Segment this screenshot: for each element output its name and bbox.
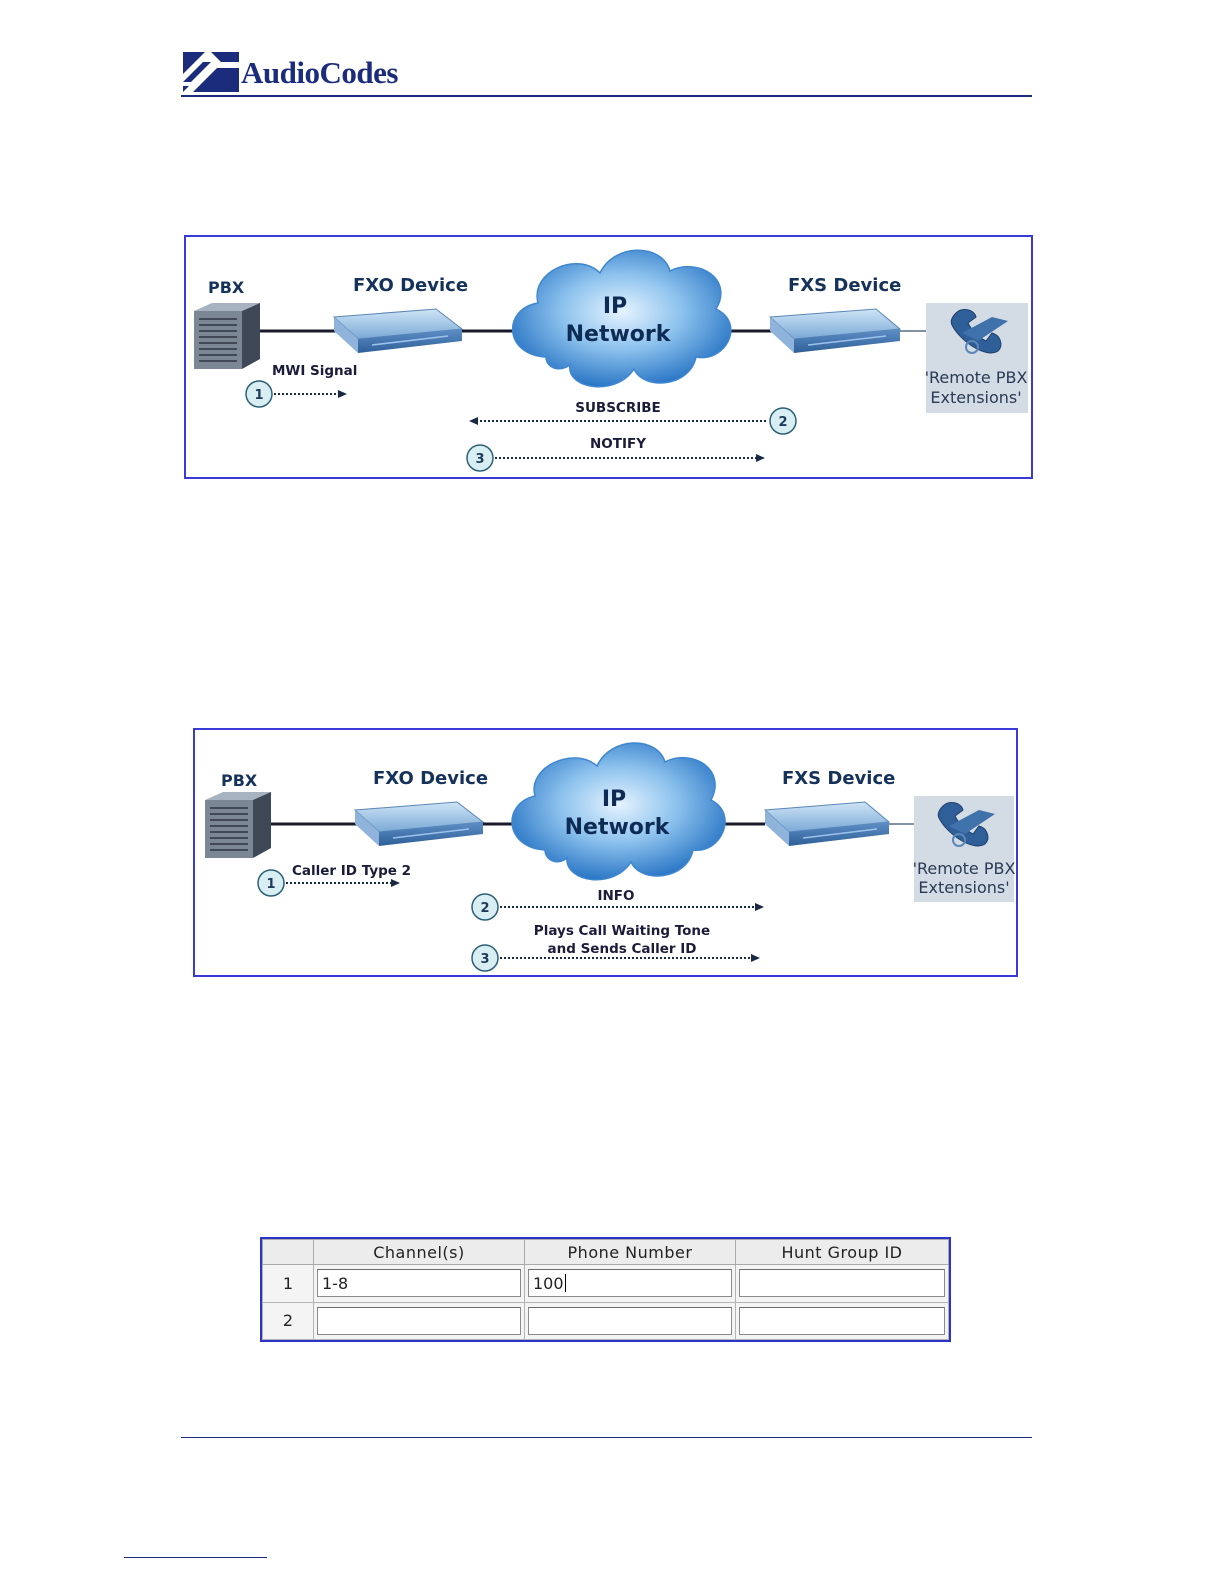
fxs-label: FXS Device xyxy=(788,275,901,296)
hunt-group-input[interactable] xyxy=(739,1306,945,1335)
phone-number-input[interactable] xyxy=(528,1306,732,1335)
fxs-label: FXS Device xyxy=(782,768,895,789)
pbx-label: PBX xyxy=(208,278,245,297)
step3-badge: 3 xyxy=(466,444,494,472)
hunt-group-table: Channel(s) Phone Number Hunt Group ID 1 … xyxy=(260,1237,951,1342)
svg-text:1: 1 xyxy=(266,877,275,892)
table-header-row: Channel(s) Phone Number Hunt Group ID xyxy=(262,1239,949,1265)
remote-label-line1: 'Remote PBX xyxy=(925,368,1028,387)
mwi-figure: PBX FXO Device IP Network FXS Device xyxy=(184,235,1033,479)
row-index: 2 xyxy=(262,1301,314,1340)
ip-label: IP xyxy=(602,787,626,812)
svg-text:3: 3 xyxy=(480,952,489,967)
brand-name: AudioCodes xyxy=(241,55,398,90)
network-label: Network xyxy=(565,815,671,840)
page-header: AudioCodes xyxy=(183,50,1033,100)
ip-label: IP xyxy=(603,294,627,319)
remote-phone-icon xyxy=(914,796,1014,902)
hunt-group-input[interactable] xyxy=(739,1269,945,1298)
fxo-device-icon xyxy=(353,801,485,846)
phone-number-cell: 100 xyxy=(524,1264,736,1303)
step2-label: INFO xyxy=(597,888,634,904)
header-hunt-group-id: Hunt Group ID xyxy=(735,1239,949,1265)
table-row: 1 1-8 100 xyxy=(262,1264,949,1303)
channels-input[interactable]: 1-8 xyxy=(317,1269,521,1298)
hunt-group-cell xyxy=(735,1301,949,1340)
step1-badge: 1 xyxy=(257,869,285,897)
text-caret xyxy=(564,1274,566,1293)
header-rule xyxy=(181,95,1032,97)
network-label: Network xyxy=(566,322,672,347)
remote-label-line2: Extensions' xyxy=(918,878,1009,897)
remote-label-line1: 'Remote PBX xyxy=(913,859,1016,878)
channels-cell: 1-8 xyxy=(313,1264,525,1303)
step1-label: MWI Signal xyxy=(272,363,357,379)
step2-badge: 2 xyxy=(471,893,499,921)
pbx-icon xyxy=(205,792,271,858)
channels-input[interactable] xyxy=(317,1306,521,1335)
step3-label-line1: Plays Call Waiting Tone xyxy=(534,923,710,939)
hunt-group-cell xyxy=(735,1264,949,1303)
caller-id-figure: PBX FXO Device IP Network FXS Device xyxy=(193,728,1018,977)
svg-text:3: 3 xyxy=(475,452,484,467)
pbx-label: PBX xyxy=(221,771,258,790)
fxo-device-icon xyxy=(332,308,464,353)
ip-network-cloud-icon xyxy=(511,742,726,881)
remote-phone-icon xyxy=(926,303,1028,413)
step1-badge: 1 xyxy=(245,380,273,408)
footnote-rule xyxy=(124,1557,267,1558)
fxo-label: FXO Device xyxy=(353,275,468,296)
step3-label: NOTIFY xyxy=(590,436,646,452)
remote-label-line2: Extensions' xyxy=(930,388,1021,407)
fxs-device-icon xyxy=(768,308,902,353)
phone-number-input[interactable]: 100 xyxy=(528,1269,732,1298)
row-index: 1 xyxy=(262,1264,314,1303)
step1-label: Caller ID Type 2 xyxy=(292,863,411,879)
svg-text:2: 2 xyxy=(778,415,787,430)
step2-badge: 2 xyxy=(769,407,797,435)
step3-badge: 3 xyxy=(471,944,499,972)
table-row: 2 xyxy=(262,1301,949,1340)
fxo-label: FXO Device xyxy=(373,768,488,789)
header-index xyxy=(262,1239,314,1265)
pbx-icon xyxy=(194,303,260,369)
audiocodes-logo-icon xyxy=(183,52,239,92)
footer-rule xyxy=(181,1437,1032,1438)
header-channels: Channel(s) xyxy=(313,1239,525,1265)
step3-label-line2: and Sends Caller ID xyxy=(548,941,697,957)
step2-label: SUBSCRIBE xyxy=(575,400,661,416)
ip-network-cloud-icon xyxy=(512,249,732,388)
phone-number-cell xyxy=(524,1301,736,1340)
svg-text:1: 1 xyxy=(254,388,263,403)
header-phone-number: Phone Number xyxy=(524,1239,736,1265)
svg-text:2: 2 xyxy=(480,901,489,916)
fxs-device-icon xyxy=(763,801,891,846)
channels-cell xyxy=(313,1301,525,1340)
